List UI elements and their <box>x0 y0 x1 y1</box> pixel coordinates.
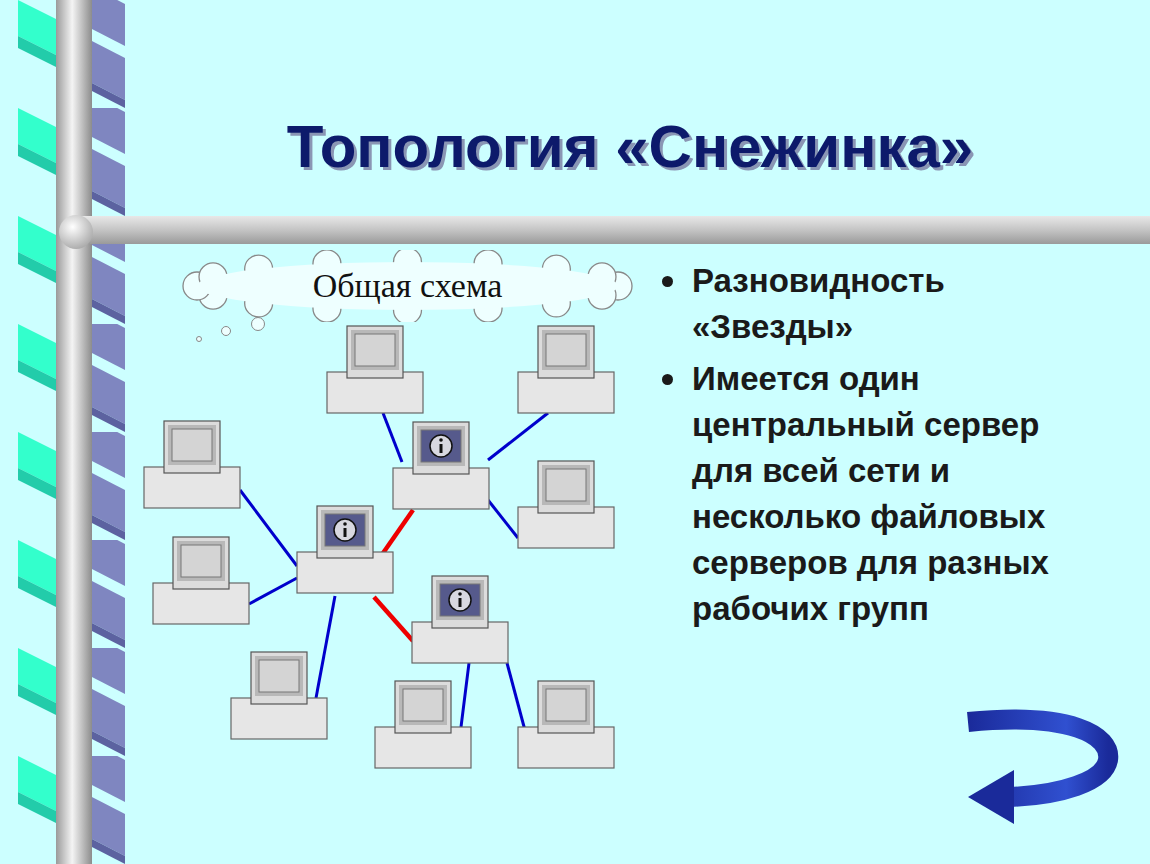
slide-title: Топология «Снежинка» <box>0 112 1150 181</box>
workstation-icon <box>518 326 614 413</box>
pole <box>56 0 92 864</box>
workstation-icon <box>327 326 423 413</box>
workstation-icon <box>144 421 240 508</box>
callout-text: Общая схема <box>175 267 640 305</box>
bullet-text: Разновидность «Звезды» <box>692 258 1062 350</box>
ribbon <box>0 0 125 864</box>
workstation-icon <box>518 681 614 768</box>
title-bar <box>75 216 1150 244</box>
server-icon <box>393 422 489 509</box>
network-links <box>240 413 548 738</box>
return-arrowhead <box>968 770 1014 824</box>
computers <box>144 326 614 768</box>
bubble <box>222 327 231 336</box>
workstation-icon <box>153 537 249 624</box>
server-icon <box>412 576 508 663</box>
workstation-icon <box>375 681 471 768</box>
bullet-dot <box>662 276 673 287</box>
bubble <box>197 337 202 342</box>
bubble <box>252 318 265 331</box>
bullet-dot <box>662 374 673 385</box>
cloud-callout: Общая схема <box>175 250 640 322</box>
server-icon <box>297 506 393 593</box>
bar-knob <box>59 215 93 249</box>
bullet-text: Имеется один центральный сервер для всей… <box>692 356 1062 632</box>
workstation-icon <box>231 652 327 739</box>
workstation-icon <box>518 461 614 548</box>
